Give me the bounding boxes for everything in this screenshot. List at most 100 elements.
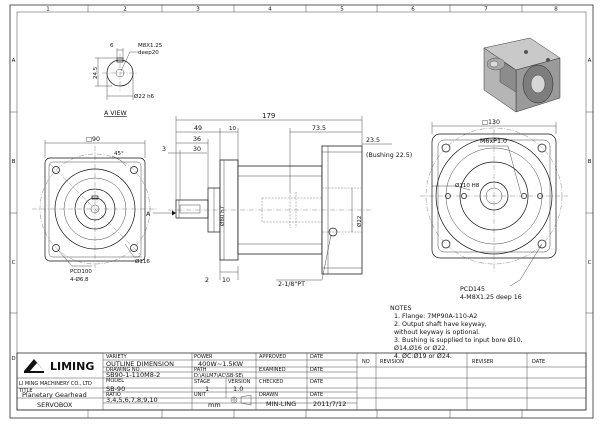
- thread-depth-label: deep20: [138, 50, 159, 56]
- stage-value: 1: [205, 385, 209, 393]
- bore-dia-label: Ø22: [356, 216, 363, 227]
- note-item: 2. Output shaft have keyway,: [394, 321, 487, 328]
- note-item: Ø14,Ø16 or Ø22.: [394, 344, 447, 352]
- grid-row-label: D: [11, 356, 15, 362]
- grid-col-label: 4: [268, 7, 272, 13]
- pilot-dia-label: Ø80 h7: [219, 205, 226, 226]
- revision-label: REVISION: [380, 359, 404, 365]
- version-value: 1.0: [233, 385, 243, 393]
- thread-label: M8X1.25: [138, 43, 163, 49]
- rear-holes-label: 4-M8X1.25 deep 16: [460, 294, 522, 301]
- height-label: 24.5: [93, 66, 99, 79]
- date-label: DATE: [310, 354, 323, 360]
- grid-row-label: C: [12, 260, 16, 266]
- grid-row-label: C: [588, 260, 592, 266]
- model-label: MODEL: [106, 378, 124, 384]
- grid-col-label: 2: [123, 7, 127, 13]
- rear-view: □130 M6xP1.0 Ø110 H8 PCD145 4-M8X1.25 de…: [420, 119, 568, 301]
- rear-square-label: □130: [482, 119, 500, 126]
- dim-36-label: 36: [193, 136, 201, 143]
- drawn-value: MIN-LING: [266, 400, 296, 408]
- grid-col-label: 5: [340, 7, 344, 13]
- a-view: 6 M8X1.25 deep20 24.5 Ø22 h6 A VIEW: [93, 43, 163, 117]
- rev-no-label: NO: [362, 359, 370, 365]
- dim-2-label: 2: [205, 277, 209, 284]
- grid-row-label: A: [12, 58, 16, 64]
- logo-wordmark: LIMING: [50, 360, 94, 373]
- grid-row-label: B: [12, 159, 16, 165]
- grid-col-label: 7: [484, 7, 488, 13]
- plug-label: 2-1/8"PT: [278, 281, 305, 288]
- dim-30-label: 30: [193, 146, 201, 153]
- dim-23-5-label: 23.5: [366, 137, 380, 144]
- front-pcd-label: PCD100: [70, 269, 92, 275]
- ratio-label: RATIO: [106, 392, 121, 398]
- front-angle-label: 45°: [114, 151, 124, 157]
- drawn-label: DRAWN: [259, 392, 278, 398]
- drawing-no-label: DRAWING NO.: [106, 367, 141, 373]
- stage-label: STAGE: [194, 379, 210, 385]
- rear-screw-label: M6xP1.0: [480, 138, 507, 145]
- reviser-label: REVISER: [472, 359, 494, 365]
- ratio-value: 3,4,5,6,7,8,9,10: [106, 396, 158, 404]
- notes-block: NOTES 1. Flange: 7MP90A-110-A2 2. Output…: [390, 305, 523, 360]
- grid-labels: 1 2 3 4 5 6 7 8 A B C D A B C: [11, 7, 591, 363]
- grid-col-label: 8: [554, 7, 558, 13]
- notes-heading: NOTES: [390, 305, 412, 312]
- variety-value: OUTLINE DIMENSION: [106, 360, 174, 368]
- projection-symbol: [230, 394, 252, 406]
- shaft-dia-label: Ø22 h6: [134, 93, 155, 100]
- grid-col-label: 3: [196, 7, 200, 13]
- dim-10-label: 10: [229, 126, 236, 132]
- isometric-product-picture: [483, 37, 561, 113]
- note-item: 1. Flange: 7MP90A-110-A2: [394, 313, 477, 320]
- path-label: PATH: [194, 367, 207, 373]
- variety-label: VARIETY: [106, 354, 128, 360]
- rear-pcd-label: PCD145: [460, 286, 485, 293]
- liming-logo: LIMING: [24, 359, 94, 373]
- rev-date-label: DATE: [532, 359, 545, 365]
- front-view: □90 45° PCD100 4-Ø6.8 Ø116: [32, 136, 158, 283]
- side-view: 179 49 10 36 30 3 73.5 23.5 (Bushing 22.…: [146, 112, 412, 288]
- a-view-title: A VIEW: [104, 110, 127, 117]
- grid-col-label: 6: [411, 7, 415, 13]
- grid-row-label: B: [588, 159, 592, 165]
- model-value: SB-90: [106, 385, 125, 393]
- note-item: 4. ØC:Ø19 or Ø24.: [394, 352, 452, 360]
- bushing-label: (Bushing 22.5): [366, 152, 412, 159]
- dim-10b-label: 10: [222, 277, 230, 284]
- path-value: D:\A\LM7\AC\SB-SE\: [194, 373, 244, 379]
- title-block: LIMING LI MING MACHINERY CO., LTD VARIET…: [16, 352, 587, 411]
- key-width-label: 6: [110, 43, 114, 49]
- date-label: DATE: [310, 367, 323, 373]
- version-label: VERSION: [228, 379, 251, 385]
- front-holes-label: 4-Ø6.8: [70, 276, 89, 283]
- unit-label: UNIT: [194, 392, 207, 398]
- date-label: DATE: [310, 392, 323, 398]
- note-item: without keyway is optional.: [394, 329, 480, 336]
- front-dia-label: Ø116: [135, 258, 150, 265]
- power-label: POWER: [194, 354, 213, 360]
- drawing-no-value: SB90-1-110M8-2: [106, 371, 160, 379]
- title-value: Planetary Gearhead: [22, 391, 87, 399]
- dim-73-5-label: 73.5: [312, 125, 326, 132]
- rear-pilot-label: Ø110 H8: [455, 182, 480, 189]
- approved-label: APPROVED: [259, 354, 286, 360]
- dim-49-label: 49: [194, 125, 202, 132]
- dim-3-label: 3: [162, 146, 166, 153]
- front-square-label: □90: [86, 136, 100, 143]
- title-label: TITLE: [18, 388, 33, 394]
- unit-value: mm: [208, 401, 221, 409]
- overall-length-label: 179: [262, 112, 275, 120]
- view-arrow-label: A: [146, 211, 151, 218]
- grid-row-label: A: [588, 58, 592, 64]
- date-label: DATE: [310, 379, 323, 385]
- company-name: LI MING MACHINERY CO., LTD: [19, 381, 92, 387]
- checked-label: CHECKED: [259, 379, 283, 385]
- power-value: 400W~1.5KW: [198, 360, 244, 368]
- examined-label: EXAMINED: [259, 367, 286, 373]
- date-value: 2011/7/12: [313, 400, 346, 408]
- product-value: SERVOBOX: [37, 401, 73, 409]
- grid-col-label: 1: [46, 7, 50, 13]
